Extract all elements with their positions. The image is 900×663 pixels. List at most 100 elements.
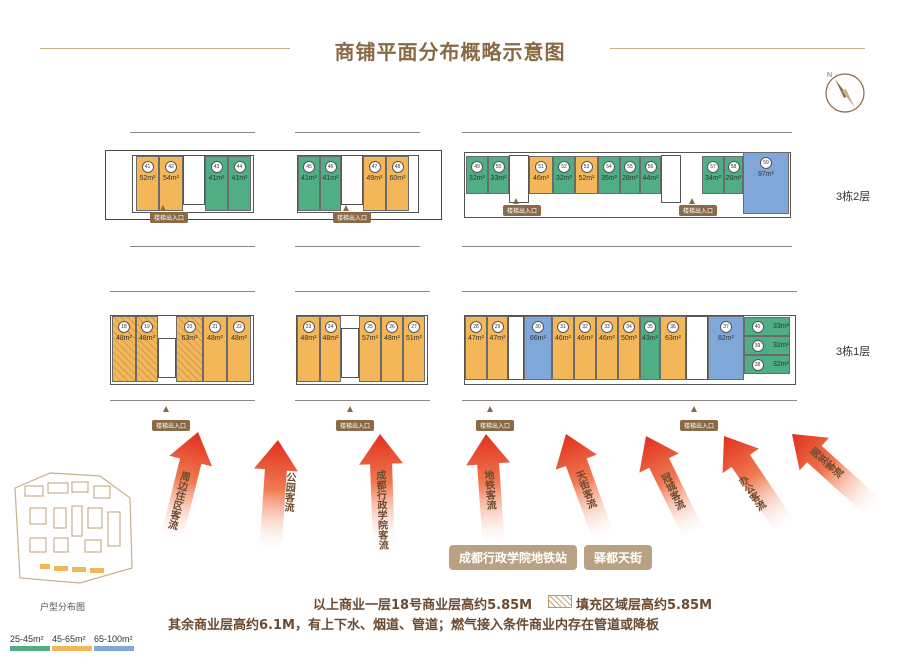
lower-shop-28[interactable]: 28 47m² <box>465 316 487 380</box>
upper-entry-2[interactable]: 楼梯出入口 <box>333 212 372 223</box>
shop-number-badge: 45 <box>303 161 315 173</box>
note-line-2: 其余商业层高约6.1M，有上下水、烟道、管道；燃气接入条件商业内存在管道或降板 <box>168 618 659 633</box>
shop-area-label: 47m² <box>468 335 484 342</box>
shop-number-badge: 33 <box>601 321 613 333</box>
shop-number-badge: 57 <box>707 161 719 173</box>
lower-shop-23[interactable]: 23 48m² <box>297 316 320 382</box>
upper-entry-3[interactable]: 楼梯出入口 <box>503 205 542 216</box>
shop-number-badge: 52 <box>558 161 570 173</box>
legend-label-large: 65-100m² <box>94 634 133 644</box>
shop-number-badge: 31 <box>557 321 569 333</box>
lower-entry-2[interactable]: 楼梯出入口 <box>336 420 375 431</box>
legend-label-small: 25-45m² <box>10 634 44 644</box>
legend-label-medium: 45-65m² <box>52 634 86 644</box>
shop-area-label: 48m² <box>300 335 317 342</box>
lower-floor-label: 3栋1层 <box>836 346 871 358</box>
shop-number-badge: 43 <box>210 161 223 173</box>
shop-area-label: 41m² <box>231 175 248 182</box>
flow-arrow-5 <box>555 434 614 542</box>
shop-number-badge: 23 <box>302 321 315 333</box>
shop-area-label: 33m² <box>773 323 789 330</box>
shop-area-label: 41m² <box>208 175 225 182</box>
upper-entry-1[interactable]: 楼梯出入口 <box>150 212 189 223</box>
flow-label-4: 地铁客流 <box>481 469 496 511</box>
lower-dim-row-4 <box>110 392 255 401</box>
shop-area-label: 97m² <box>758 171 774 178</box>
upper-entry-4[interactable]: 楼梯出入口 <box>679 205 718 216</box>
shop-area-label: 82m² <box>718 335 734 342</box>
lower-dim-row-5 <box>295 392 430 401</box>
flow-arrow-7 <box>722 436 795 534</box>
shop-number-badge: 20 <box>183 321 196 333</box>
site-minimap <box>10 468 138 588</box>
lower-entry-4[interactable]: 楼梯出入口 <box>680 420 719 431</box>
flow-label-2: 公园客流 <box>281 471 296 513</box>
minimap-label: 户型分布图 <box>40 603 86 613</box>
shop-number-badge: 25 <box>364 321 376 333</box>
lower-dim-row-2 <box>295 283 430 292</box>
shop-area-label: 66m² <box>530 335 546 342</box>
legend-bar-large <box>94 646 134 651</box>
upper-dim-row-3 <box>462 124 792 133</box>
shop-area-label: 48m² <box>139 335 155 342</box>
shop-area-label: 47m² <box>489 335 506 342</box>
note-line-1: 以上商业一层18号商业层高约5.85M <box>313 598 533 613</box>
lower-shop-31[interactable]: 31 46m² <box>552 316 574 380</box>
shop-area-label: 48m² <box>116 335 132 342</box>
shop-number-badge: 26 <box>386 321 398 333</box>
shop-number-badge: 28 <box>470 321 482 333</box>
shop-number-badge: 49 <box>471 161 483 173</box>
note-hatch-label: 填充区域层高约5.85M <box>576 598 713 613</box>
lower-stair-core-b <box>341 328 359 378</box>
shop-area-label: 35m² <box>601 175 617 182</box>
upper-stair-core-c <box>509 155 529 203</box>
lower-entry-1[interactable]: 楼梯出入口 <box>152 420 191 431</box>
shop-number-badge: 24 <box>324 321 337 333</box>
shop-area-label: 52m² <box>139 175 156 182</box>
shop-number-badge: 21 <box>209 321 221 333</box>
lower-entry-3[interactable]: 楼梯出入口 <box>476 420 515 431</box>
shop-area-label: 46m² <box>555 335 571 342</box>
station-metro: 成都行政学院地铁站 <box>449 545 578 570</box>
upper-shop-43[interactable]: 43 41m² <box>205 156 228 211</box>
